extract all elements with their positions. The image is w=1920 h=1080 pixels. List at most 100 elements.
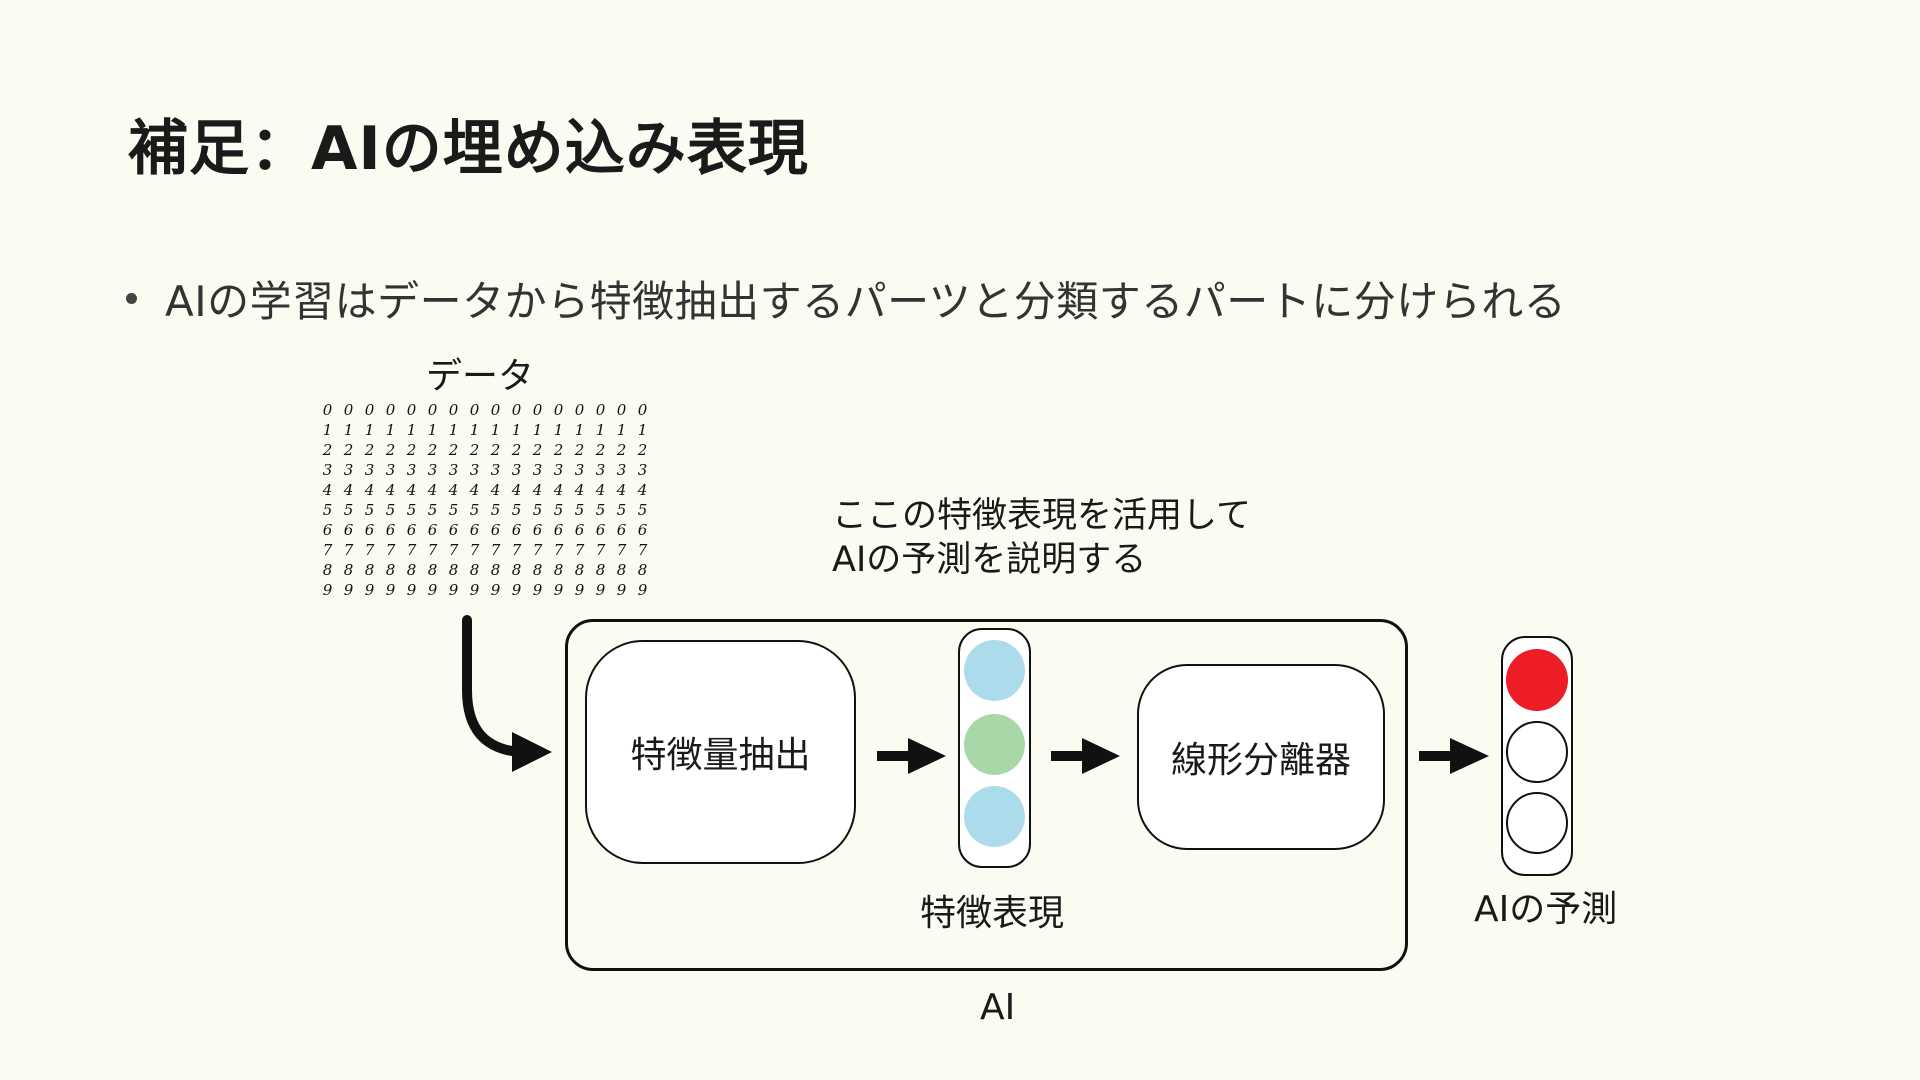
digit: 1 — [574, 421, 585, 439]
digit: 3 — [427, 461, 438, 479]
digit: 8 — [574, 561, 585, 579]
digit: 8 — [595, 561, 606, 579]
ai-model-box — [565, 619, 1408, 971]
data-input-arrow — [462, 615, 552, 772]
digit: 2 — [511, 441, 522, 459]
digit: 1 — [343, 421, 354, 439]
digit: 4 — [490, 481, 501, 499]
digit: 0 — [364, 401, 375, 419]
digit: 3 — [490, 461, 501, 479]
feature-representation-pill — [958, 628, 1031, 868]
digit: 8 — [448, 561, 459, 579]
digit: 3 — [532, 461, 543, 479]
digit: 8 — [385, 561, 396, 579]
digit: 5 — [490, 501, 501, 519]
digit: 7 — [385, 541, 396, 559]
digit: 0 — [574, 401, 585, 419]
digit: 6 — [532, 521, 543, 539]
digit: 8 — [406, 561, 417, 579]
arrow-to-features — [877, 738, 946, 774]
digit: 4 — [616, 481, 627, 499]
data-label: データ — [426, 356, 535, 397]
digit: 8 — [553, 561, 564, 579]
digit: 9 — [406, 581, 417, 599]
digit: 5 — [532, 501, 543, 519]
digit: 1 — [553, 421, 564, 439]
digit: 5 — [469, 501, 480, 519]
digit: 6 — [490, 521, 501, 539]
digit: 8 — [532, 561, 543, 579]
digit: 0 — [553, 401, 564, 419]
digit: 4 — [595, 481, 606, 499]
prediction-circle-1 — [1506, 649, 1568, 711]
feature-extractor-label: 特徴量抽出 — [630, 735, 811, 776]
digit: 4 — [406, 481, 417, 499]
digit: 7 — [490, 541, 501, 559]
digit: 4 — [574, 481, 585, 499]
digit: 2 — [553, 441, 564, 459]
digit: 8 — [343, 561, 354, 579]
digit: 9 — [616, 581, 627, 599]
bullet-text: AIの学習はデータから特徴抽出するパーツと分類するパートに分けられる — [165, 277, 1567, 326]
digit: 6 — [322, 521, 333, 539]
digit: 9 — [427, 581, 438, 599]
linear-classifier-label: 線形分離器 — [1170, 740, 1351, 781]
digit: 8 — [490, 561, 501, 579]
digit: 7 — [448, 541, 459, 559]
digit: 9 — [553, 581, 564, 599]
digit: 5 — [637, 501, 648, 519]
digit: 3 — [511, 461, 522, 479]
digit: 1 — [532, 421, 543, 439]
digit: 0 — [469, 401, 480, 419]
digit: 1 — [595, 421, 606, 439]
digit: 2 — [490, 441, 501, 459]
digit: 4 — [637, 481, 648, 499]
digit: 8 — [427, 561, 438, 579]
digit: 3 — [595, 461, 606, 479]
digit: 4 — [469, 481, 480, 499]
digit: 3 — [637, 461, 648, 479]
digit: 8 — [364, 561, 375, 579]
digit: 7 — [637, 541, 648, 559]
digit: 1 — [490, 421, 501, 439]
digit: 6 — [385, 521, 396, 539]
digit: 6 — [343, 521, 354, 539]
digit: 1 — [364, 421, 375, 439]
bullet-item: AIの学習はデータから特徴抽出するパーツと分類するパートに分けられる — [126, 268, 1566, 329]
digit: 2 — [343, 441, 354, 459]
digit: 9 — [595, 581, 606, 599]
digit: 0 — [595, 401, 606, 419]
digit: 7 — [532, 541, 543, 559]
digit: 5 — [343, 501, 354, 519]
slide-title: 補足：AIの埋め込み表現 — [128, 114, 809, 184]
prediction-caption: AIの予測 — [1474, 889, 1618, 930]
digit: 6 — [574, 521, 585, 539]
digit: 9 — [385, 581, 396, 599]
digit: 2 — [637, 441, 648, 459]
digit: 2 — [595, 441, 606, 459]
digit: 1 — [406, 421, 417, 439]
digit: 6 — [469, 521, 480, 539]
feature-extractor-box: 特徴量抽出 — [585, 640, 856, 864]
digit: 3 — [448, 461, 459, 479]
arrow-to-prediction — [1419, 738, 1489, 774]
digit: 7 — [343, 541, 354, 559]
digit: 0 — [616, 401, 627, 419]
digit: 7 — [406, 541, 417, 559]
digit: 7 — [511, 541, 522, 559]
digit: 5 — [385, 501, 396, 519]
digit: 7 — [364, 541, 375, 559]
digit: 6 — [637, 521, 648, 539]
digit: 4 — [532, 481, 543, 499]
digit: 8 — [616, 561, 627, 579]
digit: 7 — [595, 541, 606, 559]
digit: 5 — [595, 501, 606, 519]
digit: 4 — [385, 481, 396, 499]
digit: 3 — [364, 461, 375, 479]
digit: 2 — [322, 441, 333, 459]
